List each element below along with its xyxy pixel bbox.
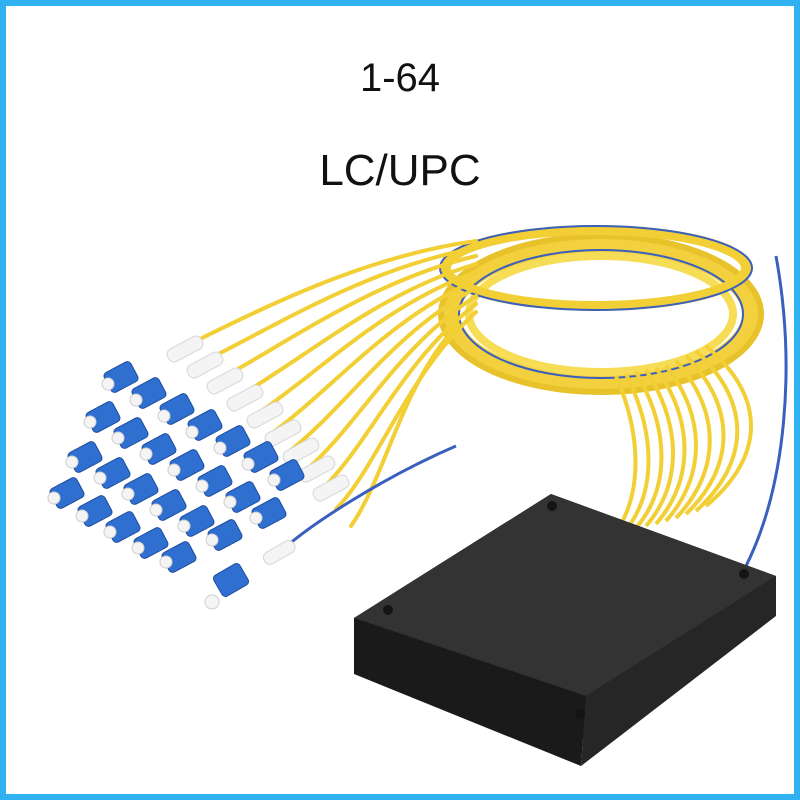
connector-type-title: LC/UPC xyxy=(319,146,481,195)
fiber-splitter-photo xyxy=(47,225,788,766)
input-fiber xyxy=(744,255,788,567)
fiber-bundle-to-box xyxy=(614,344,753,534)
connector-boots xyxy=(166,335,350,565)
connector-ferrules xyxy=(47,377,281,610)
fiber-bundle xyxy=(174,239,478,528)
splitter-box xyxy=(354,494,776,766)
splitter-ratio-title: 1-64 xyxy=(359,56,441,100)
